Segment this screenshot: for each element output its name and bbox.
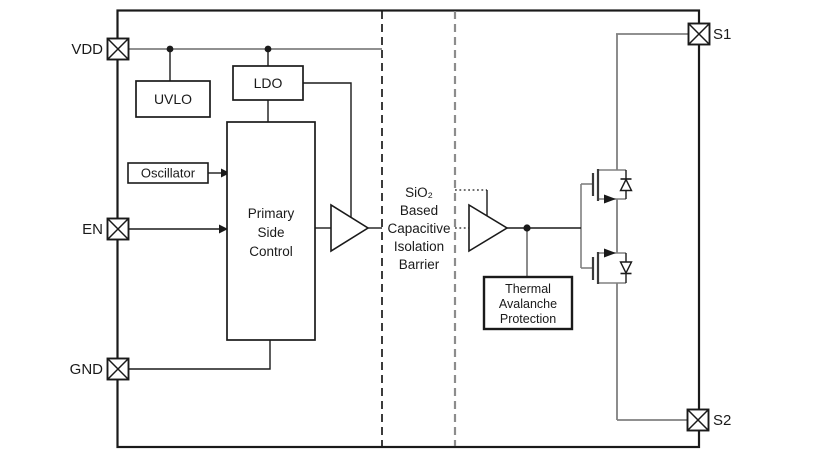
vdd-ldo-junction-dot: [264, 45, 272, 53]
uvlo-label: UVLO: [154, 91, 192, 107]
barrier-label-line5: Barrier: [399, 257, 440, 272]
oscillator-arrowhead: [221, 168, 230, 178]
tap-label-line1: Thermal: [505, 282, 551, 296]
thermal-avalanche-protection-box: [482, 275, 574, 331]
s1-pin-label: S1: [713, 26, 731, 43]
uvlo-block: UVLO: [135, 80, 211, 118]
oscillator-label: Oscillator: [141, 166, 196, 181]
barrier-label-line1: SiO₂: [405, 185, 433, 200]
top-fet-body-diode: [619, 177, 633, 192]
ldo-label: LDO: [254, 75, 283, 91]
barrier-label-line4: Isolation: [394, 239, 444, 254]
pins: [106, 22, 711, 432]
tap-label-line2: Avalanche: [499, 297, 557, 311]
oscillator-block: Oscillator: [127, 162, 209, 184]
s2-pin-label: S2: [713, 412, 731, 429]
tap-label-line3: Protection: [500, 312, 556, 326]
primary-side-control-box: [226, 121, 316, 341]
primary-side-control-block: Primary Side Control: [226, 121, 316, 341]
bottom-fet-body-diode: [619, 261, 633, 275]
secondary-output-junction-dot: [523, 224, 531, 232]
bottom-mosfet-icon: [591, 248, 633, 284]
barrier-label-line2: Based: [400, 203, 438, 218]
en-arrowhead: [219, 224, 228, 234]
dotted-barrier-wires: [455, 189, 487, 229]
en-pin-icon: [106, 217, 130, 241]
oscillator-box: [127, 162, 209, 184]
vdd-pin-label: VDD: [71, 41, 103, 58]
s2-pin-icon: [686, 408, 710, 432]
gnd-pin-label: GND: [70, 361, 104, 378]
secondary-buffer-icon: [468, 203, 509, 253]
bottom-fet-substrate-arrow: [604, 248, 616, 258]
ldo-to-buffer1-wire: [303, 82, 352, 217]
gnd-pin-icon: [106, 357, 130, 381]
top-mosfet-icon: [591, 169, 633, 204]
black-wires: [129, 49, 581, 370]
gnd-to-psc-wire: [129, 340, 271, 370]
vdd-uvlo-junction-dot: [166, 45, 174, 53]
barrier-label-line3: Capacitive: [387, 221, 450, 236]
isolation-barrier-label: SiO₂ Based Capacitive Isolation Barrier: [387, 185, 450, 272]
s1-pin-icon: [687, 22, 711, 46]
psc-label-line1: Primary: [248, 206, 295, 221]
uvlo-box: [135, 80, 211, 118]
psc-label-line2: Side: [257, 225, 284, 240]
top-fet-substrate-arrow: [604, 194, 616, 204]
primary-buffer-icon: [330, 203, 370, 253]
en-pin-label: EN: [82, 221, 103, 238]
ldo-box: [232, 65, 304, 101]
vdd-pin-icon: [106, 37, 130, 61]
psc-label-line3: Control: [249, 244, 293, 259]
thermal-avalanche-protection-block: Thermal Avalanche Protection: [482, 275, 574, 331]
ldo-block: LDO: [232, 65, 304, 101]
